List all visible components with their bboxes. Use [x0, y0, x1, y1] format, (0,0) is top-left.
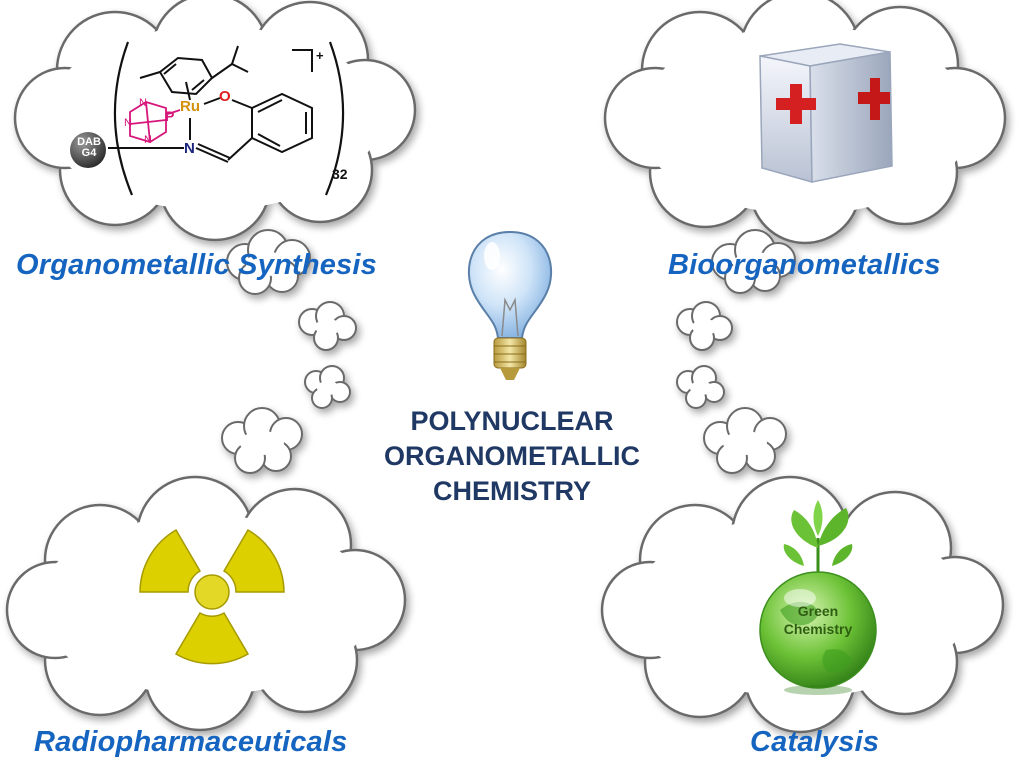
light-bulb-icon [467, 230, 553, 380]
label-organometallic-synthesis: Organometallic Synthesis [16, 249, 377, 281]
nitrogen-atom: N [184, 140, 195, 157]
center-title-line3: CHEMISTRY [432, 476, 591, 506]
cage-nitrogen-3: N [144, 134, 152, 146]
green-globe-icon [759, 500, 877, 695]
globe-text: Green Chemistry [768, 602, 868, 638]
dab-text: DAB [77, 136, 101, 148]
label-bioorganometallics: Bioorganometallics [668, 249, 941, 281]
cage-nitrogen-1: N [139, 97, 147, 109]
first-aid-box-icon [759, 43, 893, 183]
radiation-icon [139, 528, 285, 665]
pta-cage [129, 101, 181, 143]
molecule-structure [108, 41, 345, 196]
charge-label: + [316, 48, 324, 63]
globe-text-line1: Green [797, 603, 839, 619]
oxygen-atom: O [219, 88, 231, 105]
center-title-line2: ORGANOMETALLIC [384, 441, 640, 471]
g4-text: G4 [81, 147, 97, 159]
center-title-line1: POLYNUCLEAR [410, 406, 614, 436]
cage-nitrogen-2: N [124, 117, 132, 129]
dendrimer-core-label: DAB G4 [72, 137, 106, 159]
label-catalysis: Catalysis [750, 726, 880, 758]
subscript-label: 32 [332, 166, 348, 182]
globe-text-line2: Chemistry [783, 621, 853, 637]
center-title: POLYNUCLEAR ORGANOMETALLIC CHEMISTRY [352, 404, 672, 509]
phosphorus-atom: P [165, 108, 175, 124]
label-radiopharmaceuticals: Radiopharmaceuticals [34, 726, 348, 758]
dendrimer-core-ball [70, 132, 106, 168]
ruthenium-atom: Ru [180, 98, 200, 115]
